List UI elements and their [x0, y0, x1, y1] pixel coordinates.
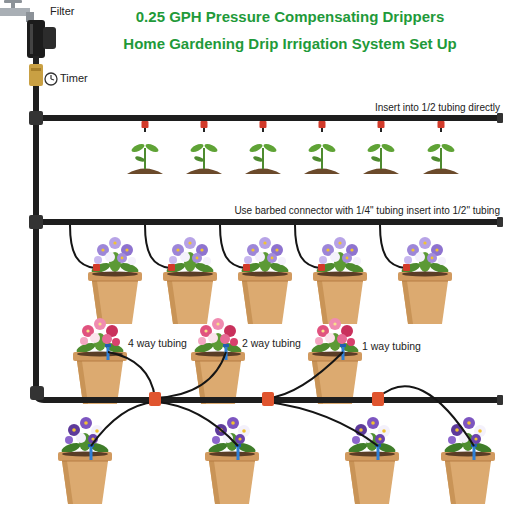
seedlings [127, 142, 459, 174]
faucet [0, 0, 34, 22]
callout-label: 4 way tubing [128, 337, 187, 350]
callout-label: Use barbed connector with 1/4" tubing in… [234, 205, 500, 217]
potted-flowers-bottom [58, 417, 495, 504]
potted-flowers-row-2 [88, 237, 452, 324]
callout-label: 1 way tubing [362, 340, 421, 353]
callout-label: 2 way tubing [242, 337, 301, 350]
callout-label: Insert into 1/2 tubing directly [375, 102, 500, 114]
filter [27, 20, 56, 58]
manifold-tubes [91, 352, 474, 446]
end-drippers [93, 264, 410, 271]
timer [29, 64, 57, 86]
manifolds [149, 392, 384, 406]
inline-drippers [142, 121, 445, 132]
callout-label: Filter [50, 5, 74, 18]
potted-flowers-middle [73, 318, 362, 404]
quarter-inch-tubes [70, 225, 405, 268]
pipe-fittings [29, 111, 503, 405]
diagram-title: 0.25 GPH Pressure Compensating Drippers … [80, 3, 500, 57]
callout-label: Timer [60, 72, 88, 85]
half-inch-main-line [36, 86, 500, 400]
